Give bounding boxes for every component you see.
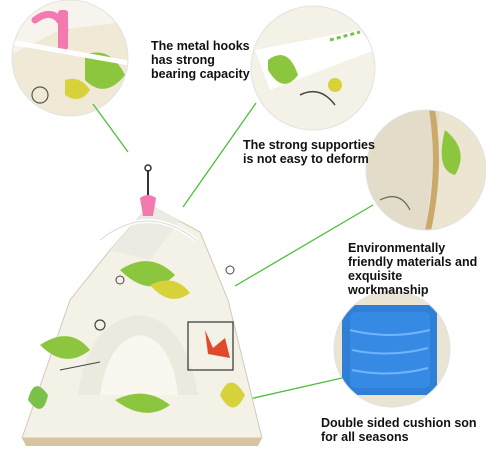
caption-strong-supports: The strong supporties is not easy to def… (243, 138, 375, 166)
support-detail-circle (365, 109, 486, 231)
cushion-detail-circle (333, 290, 451, 408)
hook-detail-circle (11, 0, 129, 117)
caption-double-sided-cushion: Double sided cushion son for all seasons (321, 416, 477, 444)
caption-eco-materials: Environmentally friendly materials and e… (348, 241, 478, 297)
leader-lines (92, 102, 374, 401)
caption-metal-hooks: The metal hooks has strong bearing capac… (151, 39, 250, 81)
hook-icon (98, 164, 198, 242)
tent-body (21, 204, 263, 446)
seam-detail-circle (250, 5, 376, 131)
